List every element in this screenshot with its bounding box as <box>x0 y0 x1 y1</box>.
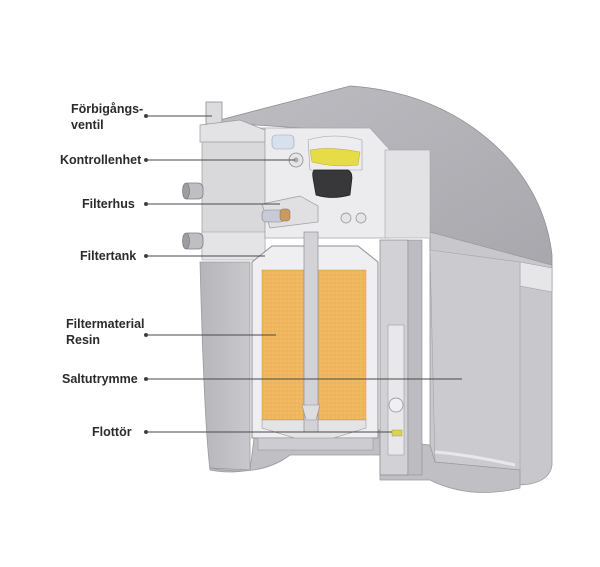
label-control-unit: Kontrollenhet <box>60 153 142 167</box>
float-ball <box>388 397 404 413</box>
label-filter-material: Filtermaterial Resin <box>66 316 145 348</box>
label-bypass-valve-line2: ventil <box>71 118 104 132</box>
inlet-pipe <box>182 182 204 200</box>
label-salt-compartment: Saltutrymme <box>62 372 138 386</box>
outlet-pipe <box>182 232 204 250</box>
left-wall <box>199 261 251 473</box>
brine-well <box>379 239 423 476</box>
riser-tube <box>303 231 319 433</box>
housing <box>199 85 553 493</box>
leader-lines <box>143 113 462 435</box>
top-cover <box>211 85 553 291</box>
label-float: Flottör <box>92 425 132 439</box>
label-bypass-valve-line1: Förbigångs- <box>71 102 144 116</box>
resin-left <box>261 269 305 421</box>
filter-tank <box>251 231 379 451</box>
label-bypass-valve: Förbigångs- ventil <box>71 101 143 133</box>
label-filter-tank: Filtertank <box>80 249 137 263</box>
label-filter-housing: Filterhus <box>82 197 135 211</box>
bypass-valve <box>199 101 266 143</box>
label-filter-material-line2: Resin <box>66 333 101 347</box>
resin-right <box>317 269 367 421</box>
control-cap <box>312 169 353 198</box>
salt-compartment-interior <box>429 249 521 471</box>
label-filter-material-line1: Filtermaterial <box>66 317 145 331</box>
